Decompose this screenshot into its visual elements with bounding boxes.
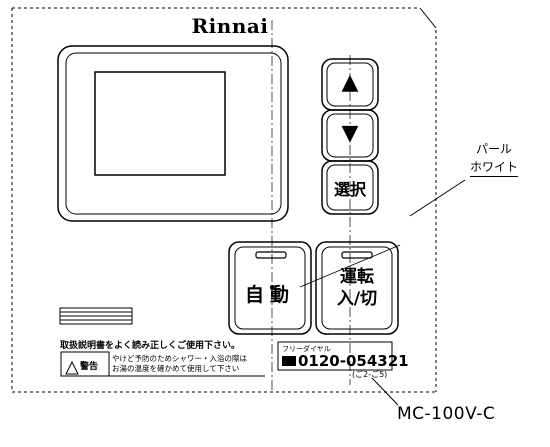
read-manual-text: 取扱説明書をよく読み正しくご使用下さい。 <box>60 341 241 351</box>
warning-text-2: お湯の温度を確かめて使用して下さい <box>112 364 240 373</box>
run-label-2: 入/切 <box>336 289 378 309</box>
run-button[interactable]: 運転 入/切 <box>322 266 392 310</box>
select-button-outline <box>321 160 379 215</box>
instruction-box <box>60 351 265 377</box>
warning-label: 警告 <box>80 362 99 372</box>
freedial-label: フリーダイヤル <box>282 345 331 353</box>
select-button[interactable]: 選択 <box>333 180 366 199</box>
model-label: MC-100V-C <box>397 404 496 424</box>
bottom-mark: (ご2-ご5) <box>352 370 388 379</box>
panel-outline <box>11 7 437 393</box>
label-strip <box>59 307 133 325</box>
freedial-logo-icon <box>282 356 296 366</box>
brand-logo: Rinnai <box>191 14 269 38</box>
color-leader-line <box>409 179 466 217</box>
color-callout: パール ホワイト <box>470 140 519 177</box>
auto-button-outline <box>228 241 312 335</box>
lcd-screen <box>94 71 226 176</box>
up-arrow-icon[interactable]: ▲ <box>341 70 359 95</box>
down-arrow-icon[interactable]: ▼ <box>341 121 359 146</box>
auto-button[interactable]: 自動 <box>237 280 303 307</box>
display-bezel <box>57 45 289 222</box>
color-label-2: ホワイト <box>470 158 519 177</box>
auto-leader-line <box>299 244 401 288</box>
auto-label-2: 動 <box>270 284 296 306</box>
freedial-number: 0120-054321 <box>298 352 409 370</box>
run-label-1: 運転 <box>340 267 374 287</box>
auto-label-1: 自 <box>244 284 270 306</box>
color-label-1: パール <box>476 142 513 156</box>
freedial-box <box>277 341 393 371</box>
warning-triangle-icon <box>65 360 79 375</box>
run-button-outline <box>315 241 399 335</box>
warning-text-1: やけど予防のためシャワー・入浴の際は <box>112 354 247 363</box>
model-leader-line <box>371 377 399 406</box>
